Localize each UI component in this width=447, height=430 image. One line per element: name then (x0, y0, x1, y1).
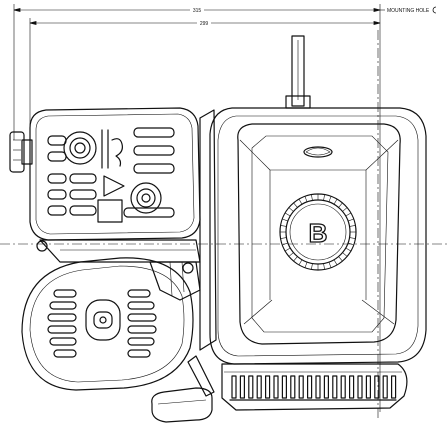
cooling-fin (298, 375, 304, 399)
cooling-fin (290, 375, 296, 399)
cap-grip-tooth (304, 196, 308, 203)
cap-grip-tooth (342, 252, 348, 257)
cap-grip-tooth (304, 261, 308, 268)
overall-width-label: 315 (193, 8, 202, 14)
cooling-fin (357, 375, 363, 399)
cap-grip-tooth (280, 237, 287, 239)
cooling-fin (332, 375, 338, 399)
cylinder-head (29, 107, 201, 241)
cap-grip-tooth (298, 259, 303, 266)
cap-grip-tooth (280, 225, 287, 227)
cooling-fin (349, 375, 355, 399)
fuel-cap-logo: B (309, 218, 328, 248)
cooling-fin (340, 375, 346, 399)
cap-grip-tooth (323, 263, 325, 270)
mounting-hole-callout: MOUNTING HOLE (380, 6, 437, 14)
left-mounting-bolt (9, 131, 33, 173)
cap-grip-tooth (342, 207, 348, 212)
cooling-fin (382, 375, 388, 399)
crankcase-body (36, 109, 217, 351)
cap-grip-tooth (333, 259, 338, 266)
cap-grip-tooth (284, 212, 291, 217)
cooling-fin (374, 375, 380, 399)
cap-grip-tooth (288, 252, 294, 257)
cooling-fin (365, 375, 371, 399)
dimension-overall-width: 315 (13, 4, 381, 412)
cap-grip-tooth (347, 242, 354, 246)
cap-grip-tooth (311, 194, 313, 201)
centerline-symbol-icon (432, 6, 437, 14)
cap-grip-tooth (328, 196, 332, 203)
cooling-fin (391, 375, 397, 399)
cap-grip-tooth (323, 194, 325, 201)
cooling-fin (323, 375, 329, 399)
recoil-starter-handle (151, 355, 215, 423)
cooling-fin (281, 375, 287, 399)
cap-grip-tooth (338, 256, 343, 262)
cooling-fin (307, 375, 313, 399)
cooling-fin (273, 375, 279, 399)
cooling-fin (256, 375, 262, 399)
cap-grip-tooth (328, 261, 332, 268)
cooling-fin (265, 375, 271, 399)
cap-grip-tooth (347, 218, 354, 222)
cooling-fin (231, 375, 237, 399)
cap-grip-tooth (338, 202, 343, 208)
inner-width-label: 299 (200, 21, 209, 27)
tank-emblem-icon (303, 146, 333, 158)
cap-grip-tooth (282, 242, 289, 246)
cap-grip-tooth (293, 202, 298, 208)
cap-grip-tooth (293, 256, 298, 262)
muffler-cover (21, 257, 194, 391)
cap-grip-tooth (333, 198, 338, 205)
cap-grip-tooth (345, 247, 352, 252)
cap-grip-tooth (288, 207, 294, 212)
cooling-fin (248, 375, 254, 399)
cap-grip-tooth (298, 198, 303, 205)
mounting-hole-label: MOUNTING HOLE (387, 8, 430, 14)
cooling-fin (239, 375, 245, 399)
output-shaft (285, 35, 311, 109)
cap-grip-tooth (284, 247, 291, 252)
cap-grip-tooth (282, 218, 289, 222)
cooling-fin (315, 375, 321, 399)
fuel-tank: B (209, 107, 427, 365)
cap-grip-tooth (345, 212, 352, 217)
fuel-cap: B (279, 193, 357, 271)
cap-grip-tooth (349, 225, 356, 227)
cap-grip-tooth (349, 237, 356, 239)
cap-grip-tooth (311, 263, 313, 270)
engine-block-base (221, 363, 408, 411)
dimension-inner-width: 299 (29, 18, 381, 140)
